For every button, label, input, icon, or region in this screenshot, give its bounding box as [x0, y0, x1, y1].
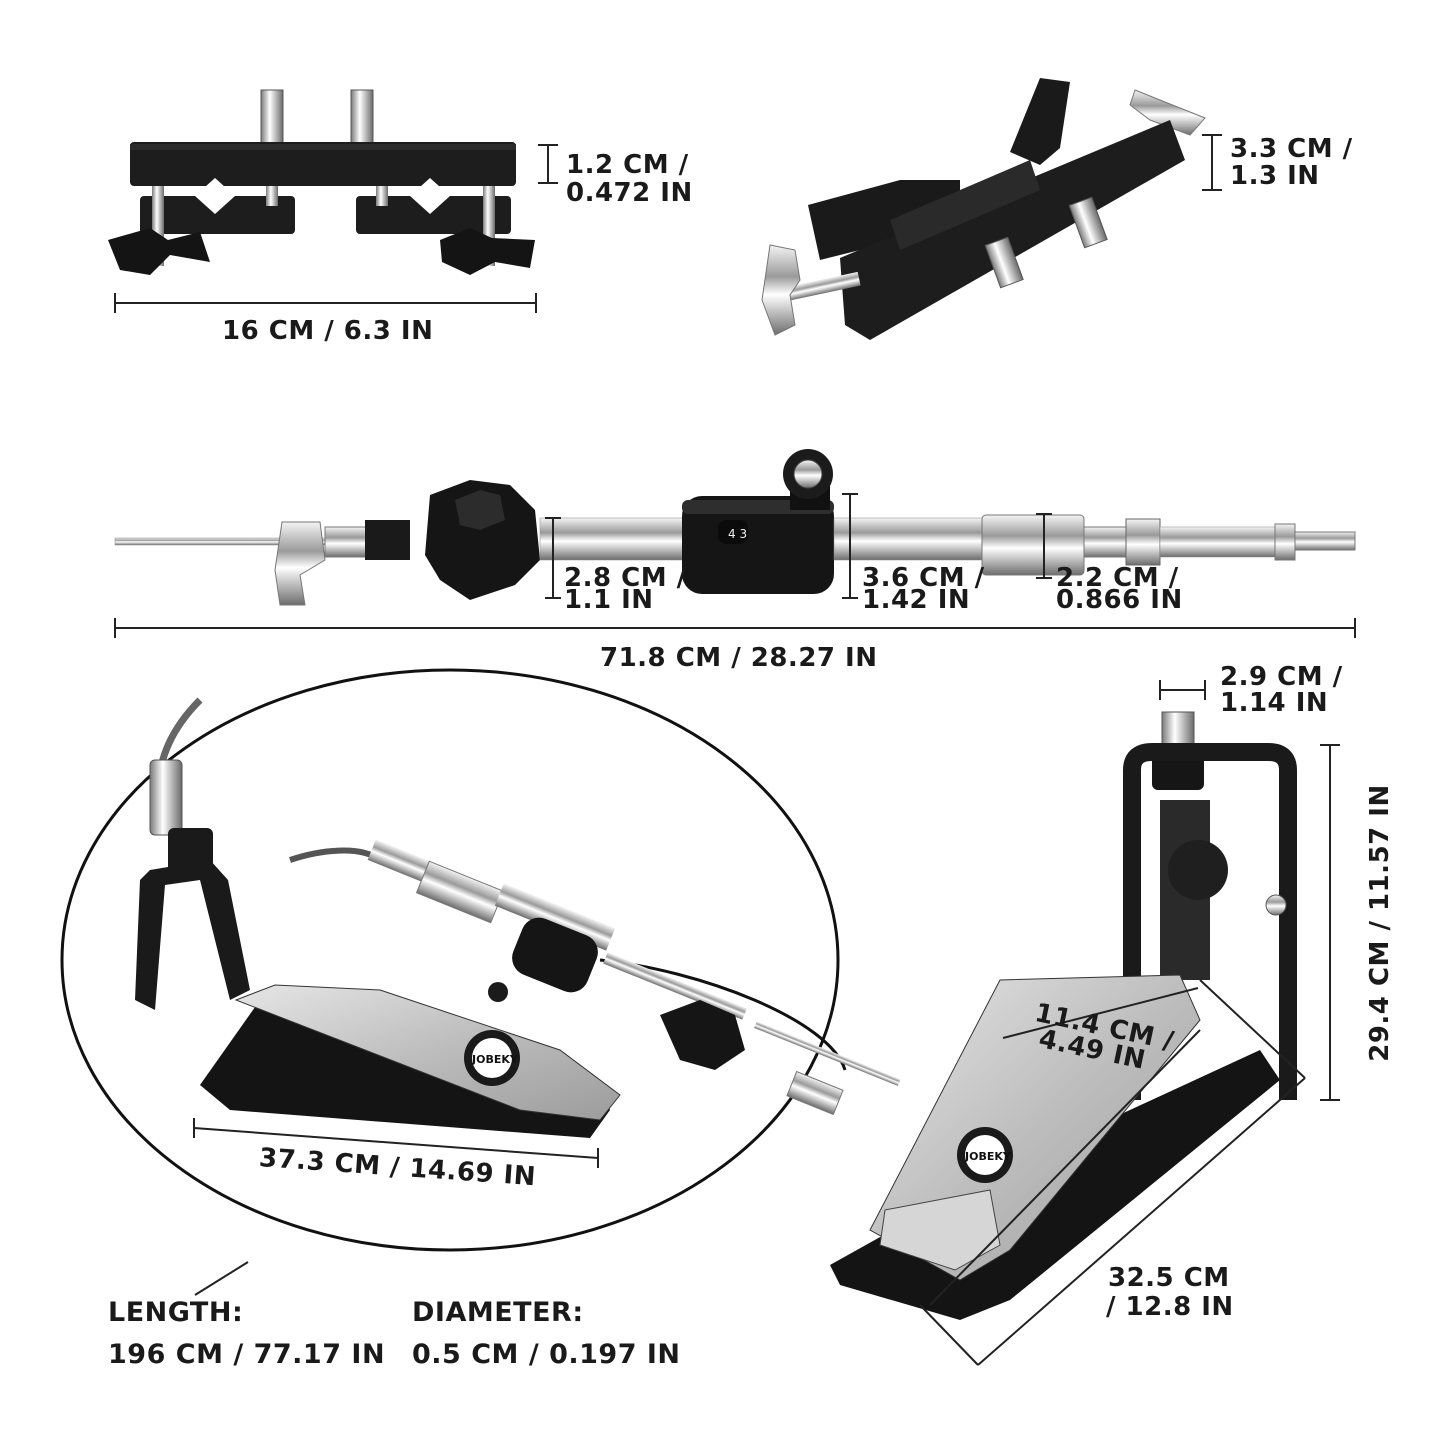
cable-length-label: LENGTH: [108, 1297, 244, 1328]
rod-assembly-image: 4 3 [114, 449, 1356, 606]
cable-diameter-label: DIAMETER: [412, 1297, 584, 1328]
rod-diameter-2-cm: 3.6 CM / [862, 563, 985, 593]
dimension-lines [114, 134, 1356, 1366]
main-pedal-logo: JOBEKY [964, 1150, 1012, 1163]
cable-loop [60, 668, 840, 1252]
main-pedal-height: 29.4 CM / 11.57 IN [1365, 784, 1395, 1062]
rod-diameter-1-cm: 2.8 CM / [564, 563, 687, 593]
rod-length: 71.8 CM / 28.27 IN [600, 643, 878, 673]
flat-clamp-thickness-cm: 1.2 CM / [566, 150, 689, 180]
flat-clamp-image [108, 89, 535, 275]
main-pedal-length-cm: 32.5 CM [1108, 1263, 1230, 1293]
cable-length-value: 196 CM / 77.17 IN [108, 1339, 386, 1370]
flat-clamp-length: 16 CM / 6.3 IN [222, 316, 434, 346]
knob-marking: 4 3 [728, 527, 747, 541]
angled-clamp-image [761, 78, 1206, 340]
angled-clamp-thickness-in: 1.3 IN [1230, 161, 1320, 191]
remote-pedal-logo: JOBEKY [471, 1053, 519, 1066]
cable-diameter-value: 0.5 CM / 0.197 IN [412, 1339, 681, 1370]
post-width-cm: 2.9 CM / [1220, 662, 1343, 692]
post-width-in: 1.14 IN [1220, 688, 1329, 718]
flat-clamp-thickness-in: 0.472 IN [566, 178, 693, 208]
remote-pedal-image: JOBEKY [135, 697, 901, 1138]
rod-diameter-1-in: 1.1 IN [564, 585, 654, 615]
rod-diameter-2-in: 1.42 IN [862, 585, 971, 615]
rod-diameter-3-in: 0.866 IN [1056, 585, 1183, 615]
main-pedal-image: JOBEKY [830, 711, 1297, 1320]
main-pedal-length-in: / 12.8 IN [1106, 1292, 1234, 1322]
angled-clamp-thickness-cm: 3.3 CM / [1230, 134, 1353, 164]
rod-diameter-3-cm: 2.2 CM / [1056, 563, 1179, 593]
